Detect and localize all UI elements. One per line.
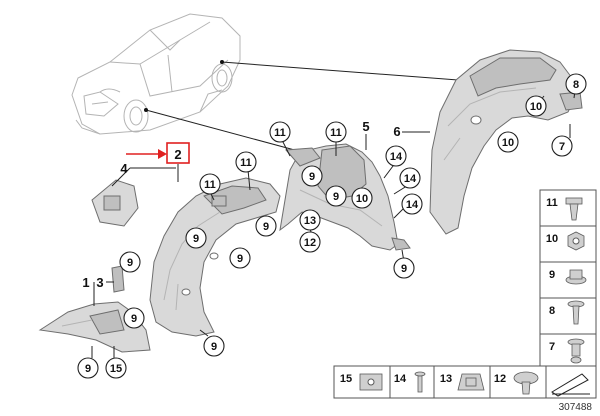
svg-text:7: 7 (559, 141, 565, 153)
highlight-box (166, 142, 190, 164)
svg-text:9: 9 (333, 191, 339, 203)
pin-fastener-icon (567, 338, 585, 364)
callout-3: 3 (96, 275, 103, 290)
legend-label-7: 7 (549, 341, 555, 353)
bracket-part-4 (91, 179, 139, 227)
svg-text:14: 14 (390, 151, 403, 163)
collar-nut-icon (565, 269, 587, 285)
screw-icon (567, 300, 585, 325)
svg-text:9: 9 (309, 171, 315, 183)
highlight-arrow (126, 149, 167, 159)
car-outline (71, 13, 241, 135)
hardware-legend-bottom: 15 14 13 12 (333, 365, 597, 399)
callout-9-c: 9 (255, 215, 277, 237)
callout-9-e: 9 (229, 247, 251, 269)
callout-10-b: 10 (525, 95, 547, 117)
clip-nut-icon (359, 373, 383, 391)
legend-label-15: 15 (340, 373, 352, 385)
callout-8: 8 (565, 73, 587, 95)
callout-5: 5 (362, 119, 369, 134)
callout-11-b: 11 (325, 121, 347, 143)
lower-cover-part-1 (38, 301, 151, 353)
svg-text:11: 11 (274, 127, 286, 139)
legend-label-12: 12 (494, 373, 506, 385)
svg-text:11: 11 (330, 127, 342, 139)
svg-text:9: 9 (85, 363, 91, 375)
callout-6: 6 (393, 124, 400, 139)
svg-text:9: 9 (211, 341, 217, 353)
callout-7: 7 (551, 135, 573, 157)
callout-9-f: 9 (119, 251, 141, 273)
svg-text:8: 8 (573, 79, 579, 91)
svg-text:10: 10 (356, 193, 368, 205)
callout-9-a: 9 (301, 165, 323, 187)
car-leader-lines (144, 60, 459, 153)
callout-14-c: 14 (401, 193, 423, 215)
svg-text:9: 9 (131, 313, 137, 325)
callout-9-j: 9 (393, 257, 415, 279)
legend-label-13: 13 (440, 373, 452, 385)
callout-2: 2 (174, 147, 181, 162)
callout-9-d: 9 (185, 227, 207, 249)
svg-text:11: 11 (204, 179, 216, 191)
legend-label-8: 8 (549, 305, 555, 317)
callout-15: 15 (105, 357, 127, 379)
svg-text:12: 12 (304, 237, 316, 249)
callout-14-b: 14 (399, 167, 421, 189)
svg-text:9: 9 (237, 253, 243, 265)
svg-text:11: 11 (240, 157, 252, 169)
callout-14-a: 14 (385, 145, 407, 167)
callout-1: 1 (82, 275, 89, 290)
callout-10-c: 10 (497, 131, 519, 153)
hardware-legend-right: 11 10 9 8 7 (539, 189, 597, 373)
callout-10-a: 10 (351, 187, 373, 209)
hex-nut-icon (567, 231, 585, 251)
callout-9-g: 9 (123, 307, 145, 329)
svg-text:9: 9 (127, 257, 133, 269)
svg-text:14: 14 (406, 199, 419, 211)
sheet-clip-icon (457, 373, 485, 391)
callout-11-c: 11 (235, 151, 257, 173)
svg-text:9: 9 (401, 263, 407, 275)
wheel-arch-liner-part-2 (149, 177, 281, 337)
legend-label-11: 11 (546, 197, 558, 209)
reference-number: 307488 (559, 402, 593, 413)
callout-9-i: 9 (77, 357, 99, 379)
legend-label-9: 9 (549, 269, 555, 281)
callout-4: 4 (120, 161, 128, 176)
arrow-icon (551, 373, 590, 397)
callout-9-b: 9 (325, 185, 347, 207)
clip-part-3 (111, 265, 125, 293)
callout-11-d: 11 (199, 173, 221, 195)
legend-label-10: 10 (546, 233, 558, 245)
svg-text:10: 10 (502, 137, 514, 149)
plastic-rivet-icon (513, 371, 539, 395)
push-pin-icon (414, 371, 426, 393)
callout-12: 12 (299, 231, 321, 253)
svg-text:14: 14 (404, 173, 417, 185)
callout-13: 13 (299, 209, 321, 231)
expanding-rivet-icon (565, 197, 583, 221)
callout-9-h: 9 (203, 335, 225, 357)
legend-label-14: 14 (394, 373, 407, 385)
callout-11-a: 11 (269, 121, 291, 143)
svg-text:9: 9 (263, 221, 269, 233)
svg-text:9: 9 (193, 233, 199, 245)
svg-text:15: 15 (110, 363, 122, 375)
svg-text:10: 10 (530, 101, 542, 113)
svg-text:13: 13 (304, 215, 316, 227)
